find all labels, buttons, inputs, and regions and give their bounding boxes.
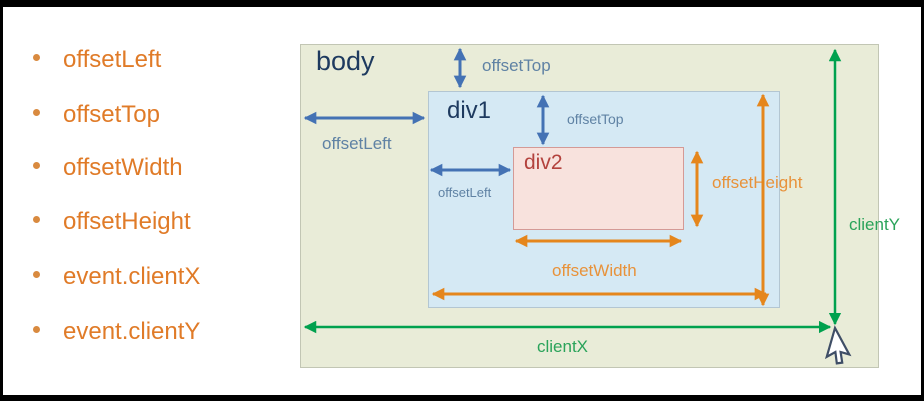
bullet-icon: [33, 271, 40, 278]
div2-box: [513, 147, 684, 230]
offsetwidth-label: offsetWidth: [552, 261, 637, 280]
offsetheight-label: offsetHeight: [712, 173, 803, 192]
offsetleft-body-label: offsetLeft: [322, 134, 392, 153]
bullet-icon: [33, 54, 40, 61]
bullet-icon: [33, 216, 40, 223]
list-item-clienty: event.clientY: [63, 318, 201, 345]
div1-box-label: div1: [447, 97, 492, 124]
bullet-icon: [33, 162, 40, 169]
list-item-offsetheight: offsetHeight: [63, 208, 191, 235]
bullet-icon: [33, 109, 40, 116]
offsetleft-div1-label: offsetLeft: [438, 185, 492, 200]
bullet-icon: [33, 326, 40, 333]
list-item-offsettop: offsetTop: [63, 101, 160, 128]
body-box-label: body: [316, 46, 375, 76]
clientx-label: clientX: [537, 337, 589, 356]
list-item-offsetleft: offsetLeft: [63, 46, 162, 73]
div2-box-label: div2: [524, 151, 563, 174]
offsettop-div1-label: offsetTop: [567, 111, 624, 127]
clienty-label: clientY: [849, 215, 901, 234]
list-item-offsetwidth: offsetWidth: [63, 154, 183, 181]
list-item-clientx: event.clientX: [63, 263, 201, 290]
offsettop-body-label: offsetTop: [482, 56, 551, 75]
